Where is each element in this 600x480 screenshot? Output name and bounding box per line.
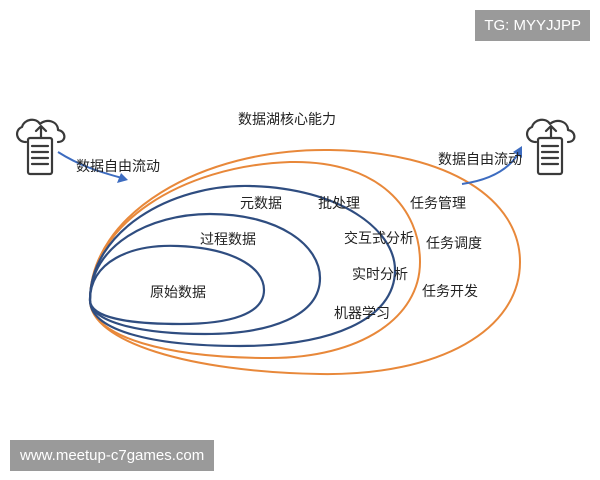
task-capability-ring [88, 148, 522, 376]
label-ml: 机器学习 [334, 306, 390, 322]
cloud-server-icon [16, 118, 66, 176]
process-data-ring [88, 212, 322, 336]
diagram-title: 数据湖核心能力 [238, 112, 336, 128]
metadata-ring [88, 184, 397, 348]
flow-out-arrow [461, 153, 519, 185]
label-process-data: 过程数据 [200, 232, 256, 248]
cloud-server-icon [526, 118, 576, 176]
label-interactive: 交互式分析 [344, 230, 414, 247]
site-watermark: www.meetup-c7games.com [10, 440, 215, 471]
analysis-capability-ring [88, 160, 422, 360]
label-task-dev: 任务开发 [422, 284, 478, 300]
raw-data-ring [88, 244, 266, 326]
label-raw-data: 原始数据 [150, 285, 206, 301]
flow-in-arrowhead [117, 173, 128, 183]
label-task-mgmt: 任务管理 [410, 196, 466, 212]
flow-out-arrowhead [513, 146, 522, 158]
telegram-watermark: TG: MYYJJPP [475, 10, 590, 41]
label-task-sched: 任务调度 [426, 236, 482, 252]
label-realtime: 实时分析 [352, 267, 408, 283]
label-batch: 批处理 [318, 196, 360, 212]
flow-in-label: 数据自由流动 [76, 159, 160, 175]
label-metadata: 元数据 [240, 196, 282, 212]
flow-in-arrow [57, 151, 123, 179]
flow-out-label: 数据自由流动 [438, 152, 522, 168]
